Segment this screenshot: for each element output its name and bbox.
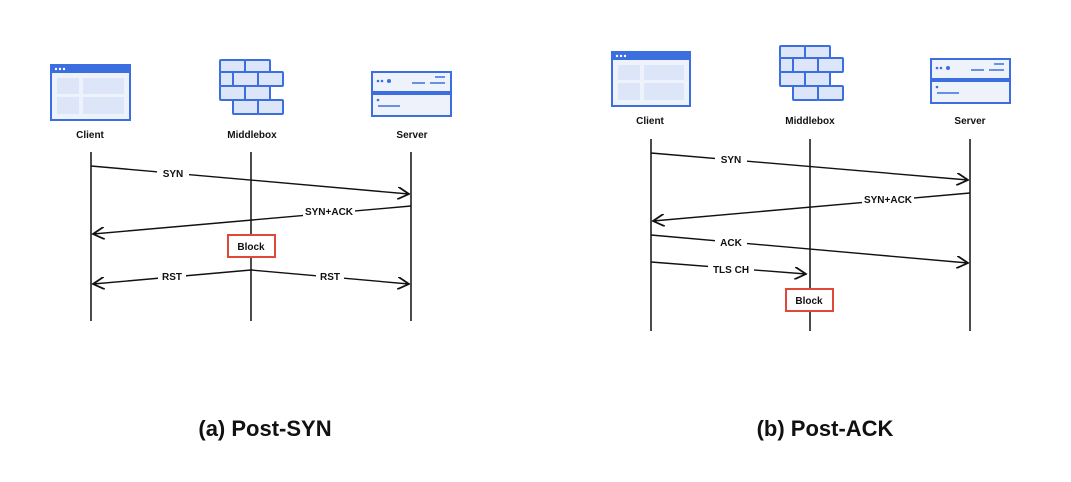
caption-a: (a) Post-SYN <box>198 416 331 441</box>
synack-arrow <box>653 192 971 221</box>
server-rack-icon <box>930 58 1011 104</box>
synack-label: SYN+ACK <box>305 207 354 218</box>
rst-right-label: RST <box>320 272 340 283</box>
block-box <box>227 234 276 258</box>
browser-window-icon <box>611 51 691 107</box>
middlebox-label: Middlebox <box>227 130 277 141</box>
diagram-a: Client Middlebox Server SYN SYN+ACK Bloc… <box>50 59 452 441</box>
caption-b: (b) Post-ACK <box>757 416 894 441</box>
rst-left-label: RST <box>162 272 182 283</box>
ack-arrow <box>650 234 968 263</box>
syn-arrow <box>650 152 968 180</box>
server-rack-icon <box>371 71 452 117</box>
block-box <box>785 288 834 312</box>
brick-wall-icon <box>779 45 844 101</box>
syn-arrow <box>90 165 409 194</box>
client-label: Client <box>636 116 664 127</box>
server-label: Server <box>396 130 427 141</box>
block-label: Block <box>237 242 265 253</box>
client-label: Client <box>76 130 104 141</box>
diagram-b: Client Middlebox Server SYN SYN+ACK ACK … <box>611 45 1011 441</box>
server-label: Server <box>954 116 985 127</box>
syn-label: SYN <box>163 169 184 180</box>
synack-label: SYN+ACK <box>864 195 913 206</box>
synack-arrow <box>93 205 412 234</box>
block-label: Block <box>795 296 823 307</box>
middlebox-label: Middlebox <box>785 116 835 127</box>
browser-window-icon <box>50 64 131 121</box>
ack-label: ACK <box>720 238 742 249</box>
brick-wall-icon <box>219 59 284 115</box>
tls-ch-label: TLS CH <box>713 265 749 276</box>
syn-label: SYN <box>721 155 742 166</box>
